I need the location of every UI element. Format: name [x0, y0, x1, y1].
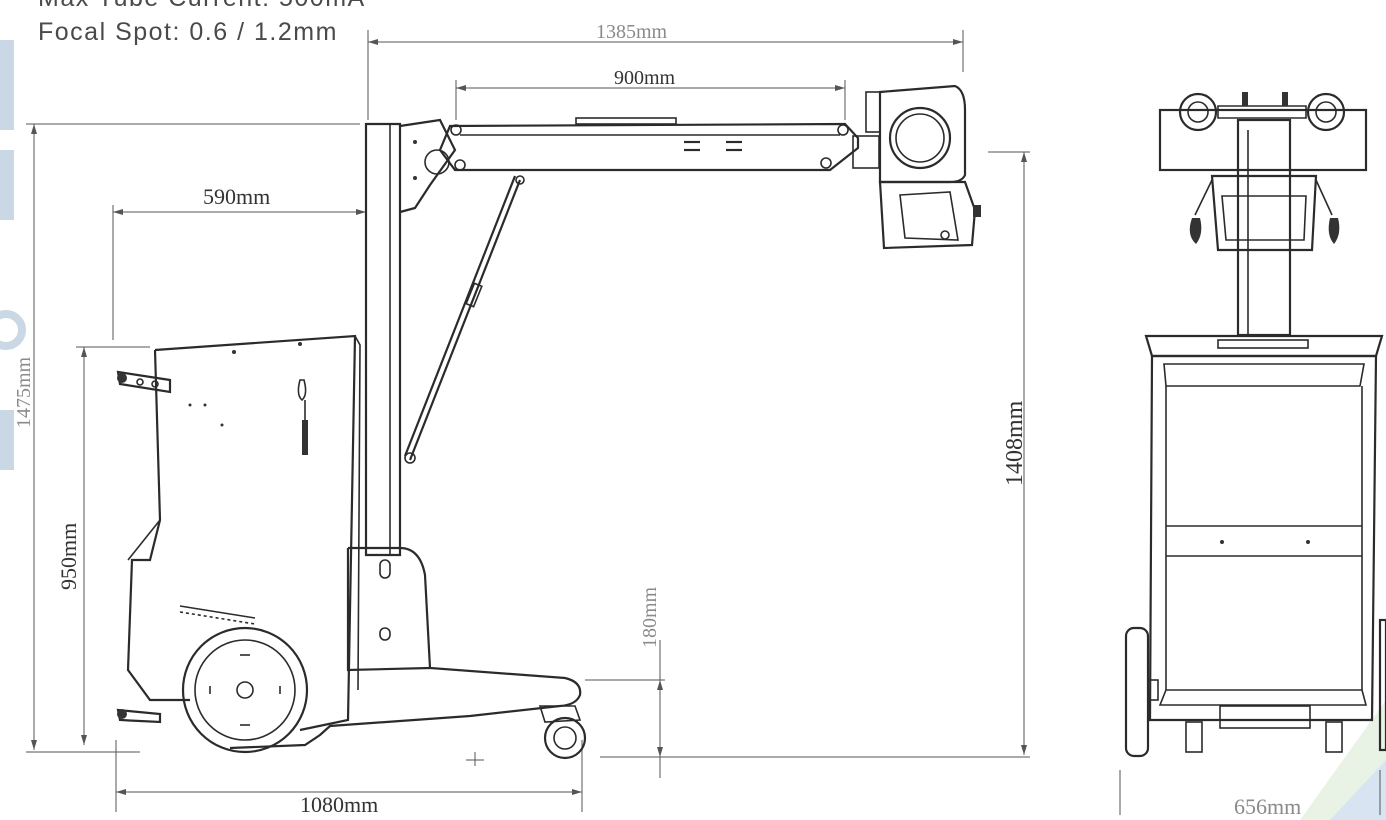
front-tube-head — [1158, 108, 1368, 172]
front-left-wheel — [1124, 626, 1150, 758]
column — [364, 122, 402, 557]
cabinet-outline — [154, 334, 357, 732]
spec-max-tube-current: Max Tube Current: 500mA — [38, 0, 366, 13]
spec-focal-spot: Focal Spot: 0.6 / 1.2mm — [38, 18, 338, 46]
horizontal-arm — [438, 122, 860, 172]
collimator — [878, 180, 977, 250]
dim-length: 1080mm — [300, 792, 378, 817]
caster-wheel — [543, 716, 587, 760]
front-column — [1236, 118, 1292, 337]
gas-strut — [408, 179, 522, 461]
dim-column-offset: 590mm — [203, 184, 270, 209]
front-view — [1124, 92, 1386, 758]
arm-hub — [399, 118, 457, 214]
dim-total-height: 1475mm — [13, 356, 35, 428]
dim-width: 656mm — [1234, 794, 1301, 819]
front-cabinet — [1148, 354, 1378, 722]
chassis-outline — [229, 546, 582, 750]
cabinet-front — [126, 349, 190, 702]
dim-max-focus-height: 1408mm — [1002, 400, 1028, 486]
watermark — [0, 40, 1386, 820]
dim-arm-length: 900mm — [614, 67, 676, 89]
dimension-labels: 1385mm 900mm 590mm 1475mm 950mm 1408mm 1… — [13, 21, 1301, 819]
dim-min-focus-height: 180mm — [639, 586, 661, 648]
dim-arm-reach: 1385mm — [596, 21, 668, 43]
side-view — [116, 84, 981, 766]
dimension-lines — [26, 30, 1381, 815]
main-wheel — [181, 626, 309, 754]
dim-base-height: 950mm — [56, 523, 81, 590]
